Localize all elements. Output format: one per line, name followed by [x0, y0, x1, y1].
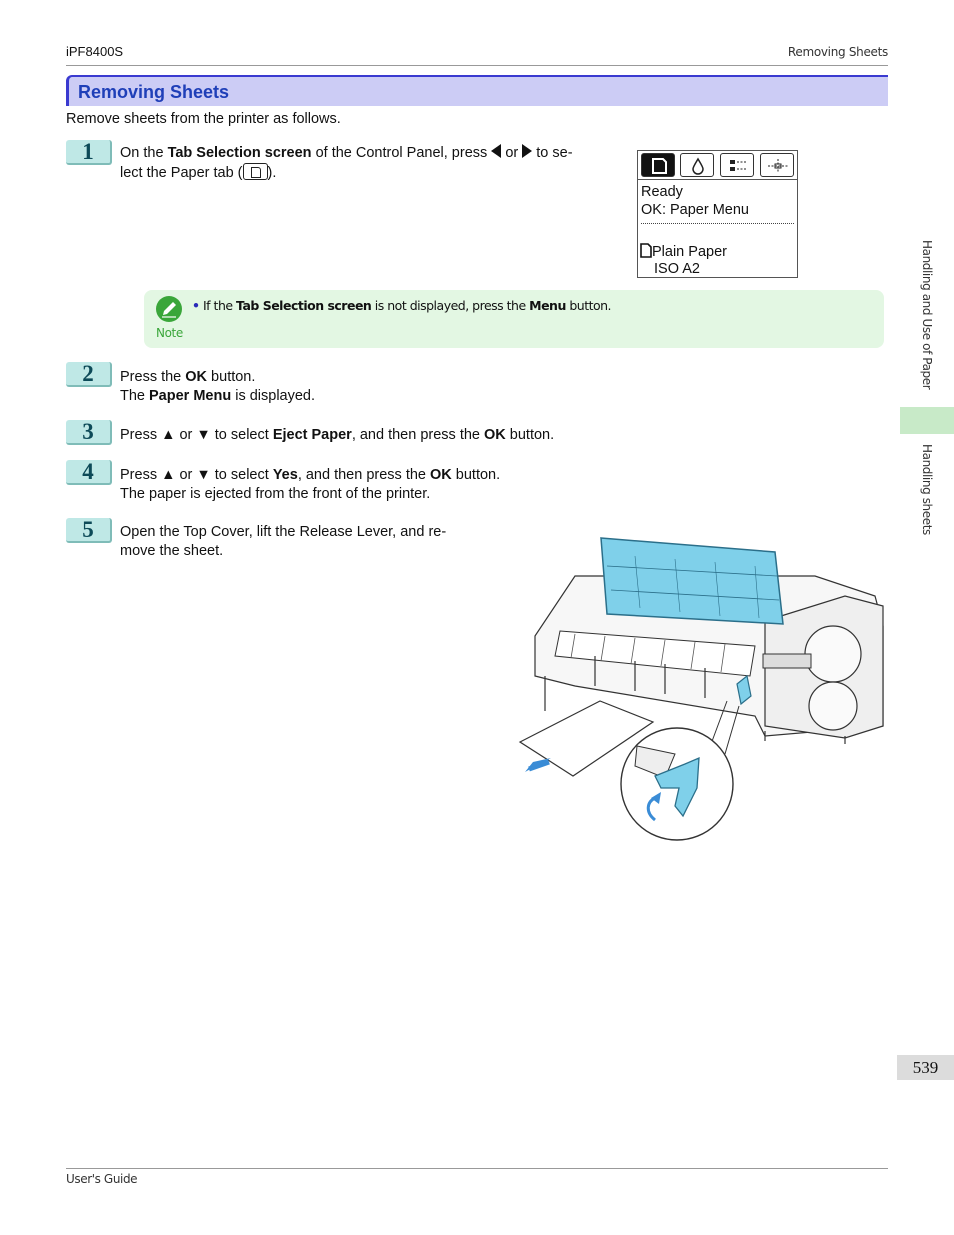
paper-icon	[640, 243, 652, 258]
control-panel-display: Ready OK: Paper Menu Plain Paper ISO A2	[637, 150, 798, 278]
note-label: Note	[156, 326, 183, 340]
section-title-bar: Removing Sheets	[66, 75, 888, 106]
ejected-sheet	[518, 700, 655, 777]
panel-ok-menu: OK: Paper Menu	[641, 202, 749, 218]
job-tab-icon	[720, 153, 754, 177]
header-rule	[66, 65, 888, 66]
header-model: iPF8400S	[66, 44, 124, 59]
step-4-number: 4	[66, 460, 112, 485]
step-1-number: 1	[66, 140, 112, 165]
header-section: Removing Sheets	[787, 45, 888, 59]
panel-tab-bar	[638, 151, 797, 180]
note-box	[144, 290, 884, 348]
note-pencil-icon	[156, 296, 182, 322]
step-1-text: On the Tab Selection screen of the Contr…	[120, 144, 573, 181]
panel-paper-size: ISO A2	[654, 261, 700, 277]
step-5-text: Open the Top Cover, lift the Release Lev…	[120, 524, 447, 559]
side-chapter-label: Handling and Use of Paper	[920, 240, 934, 390]
paper-tab-icon	[641, 153, 675, 177]
side-topic-label: Handling sheets	[920, 444, 934, 535]
section-title: Removing Sheets	[78, 82, 230, 102]
footer-text: User's Guide	[66, 1172, 138, 1186]
note-text: • If the Tab Selection screen is not dis…	[192, 298, 612, 313]
side-tab-marker	[900, 407, 954, 434]
step-3-text: Press ▲ or ▼ to select Eject Paper, and …	[120, 427, 555, 443]
intro-text: Remove sheets from the printer as follow…	[66, 111, 341, 127]
step-3-number: 3	[66, 420, 112, 445]
right-arrow-icon	[522, 144, 533, 158]
printer-illustration	[518, 537, 884, 841]
panel-paper-row: Plain Paper	[640, 243, 727, 260]
page-number: 539	[897, 1055, 954, 1080]
top-cover	[600, 537, 784, 625]
step-4-text: Press ▲ or ▼ to select Yes, and then pre…	[120, 467, 501, 502]
paper-tab-icon	[242, 163, 268, 180]
panel-divider	[641, 223, 794, 224]
settings-tab-icon	[760, 153, 794, 177]
step-2-text: Press the OK button. The Paper Menu is d…	[120, 369, 316, 404]
panel-status-ready: Ready	[641, 184, 683, 200]
step-5-number: 5	[66, 518, 112, 543]
left-arrow-icon	[491, 144, 502, 158]
step-2-number: 2	[66, 362, 112, 387]
ink-tab-icon	[680, 153, 714, 177]
footer-rule	[66, 1168, 888, 1169]
